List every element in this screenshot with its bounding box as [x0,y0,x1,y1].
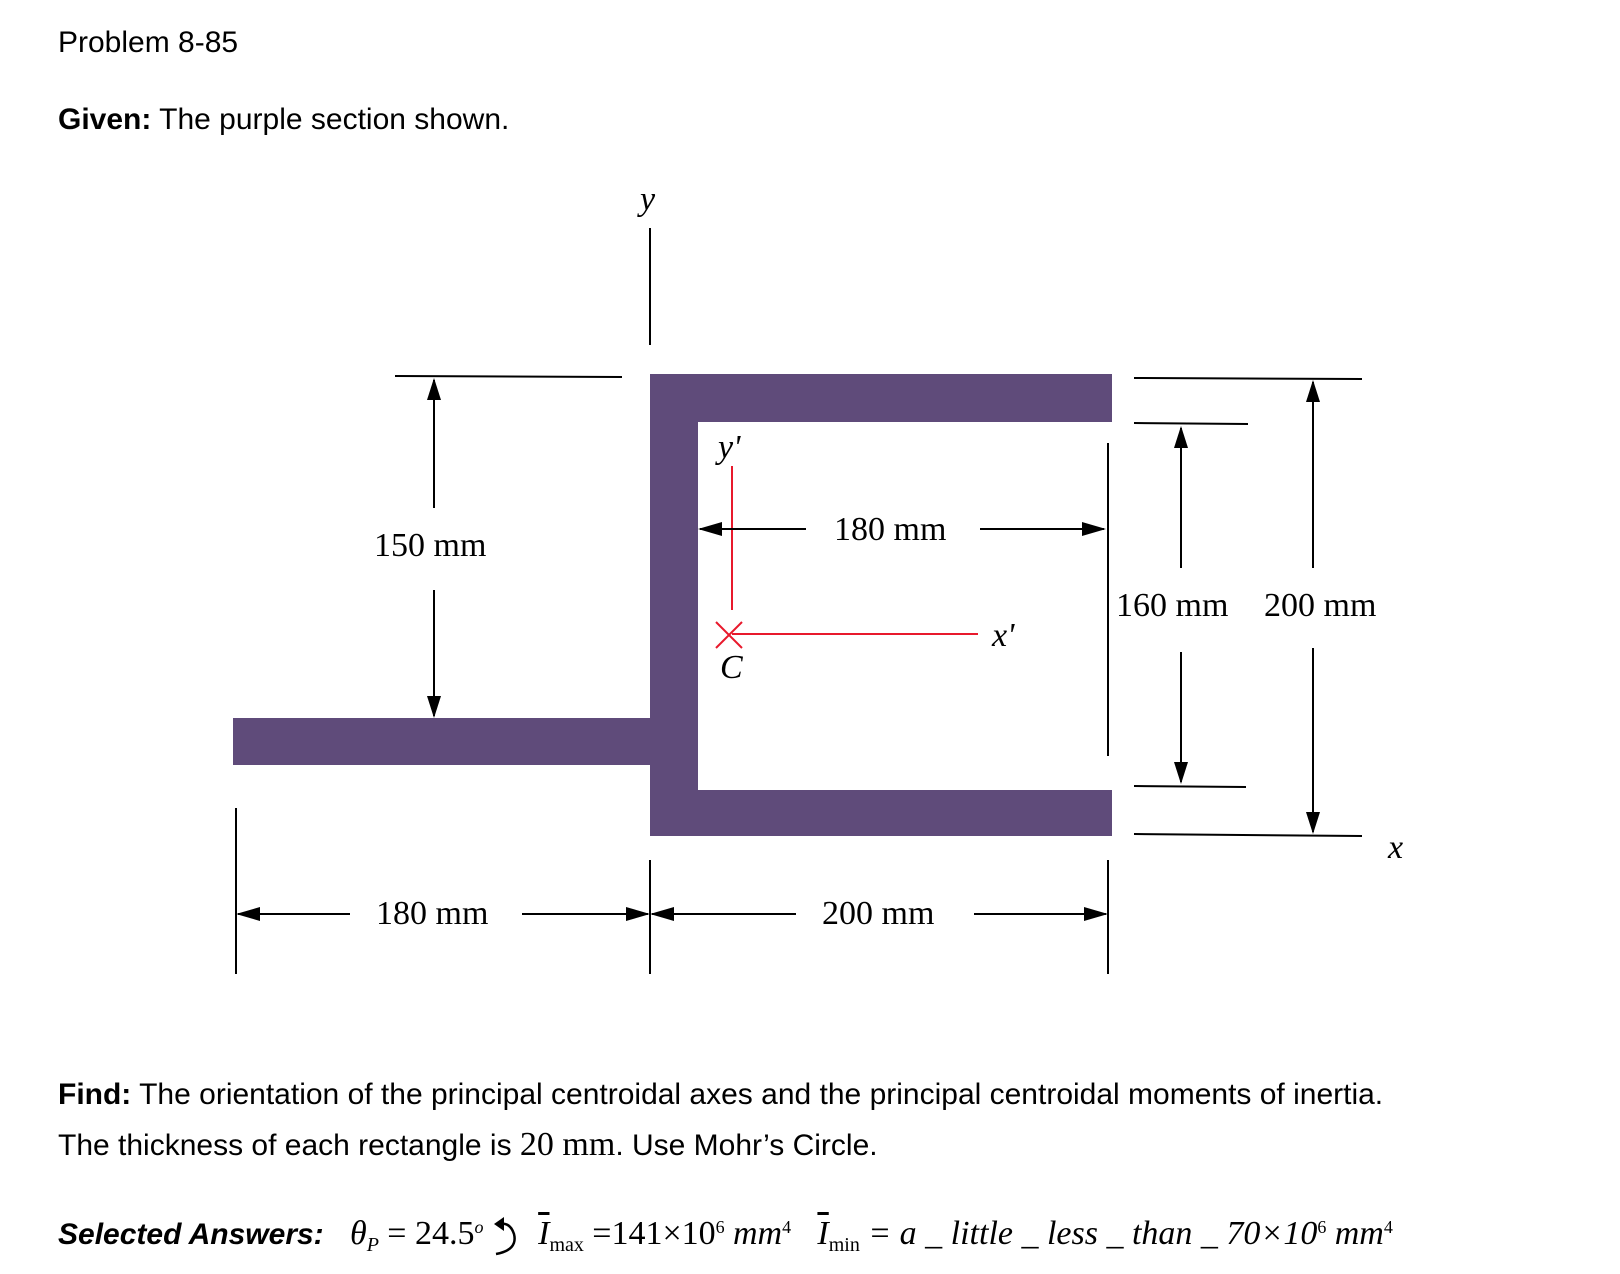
given-statement: Given: The purple section shown. [58,103,509,137]
problem-title: Problem 8-85 [58,26,239,59]
arrowhead-right [1082,522,1106,536]
dim-180-top-label: 180 mm [834,511,946,548]
thickness-sentence: The thickness of each rectangle is [58,1129,512,1162]
imax-value: =141×10 [592,1215,716,1252]
thickness-value: 20 mm [519,1126,616,1163]
arrowhead-up [427,378,441,400]
theta-value: = 24.5 [387,1215,475,1252]
x-prime-label: x' [991,617,1015,654]
imax-subscript: max [549,1234,584,1256]
arrowhead-down [1174,762,1188,784]
arrowhead-down [1306,812,1320,834]
imax-unit-exponent: 4 [782,1217,792,1237]
find-line-2: The thickness of each rectangle is 20 mm… [58,1126,878,1164]
centroid-cross-b [715,621,743,649]
dim-200-right-label: 200 mm [1264,587,1376,624]
left-flange [233,718,698,765]
arrowhead-left [236,907,260,921]
find-text: The orientation of the principal centroi… [139,1078,1384,1111]
dim-200-bottom-label: 200 mm [822,895,934,932]
y-prime-label: y' [715,429,741,466]
imin-unit: mm [1334,1215,1384,1252]
arrowhead-right [626,907,650,921]
ext-line-top-right [1133,377,1363,380]
arrowhead-left [698,522,722,536]
centroid-label: C [720,649,743,686]
counterclockwise-arrow-icon [493,1217,516,1256]
theta-subscript: P [366,1234,379,1256]
find-line-1: Find: The orientation of the principal c… [58,1078,1383,1112]
imin-subscript: min [828,1234,860,1256]
arrowhead-left [650,907,674,921]
ext-line-inner-top [1133,422,1249,425]
top-flange [650,374,1112,422]
bottom-flange [650,790,1112,836]
imin-exponent: 6 [1317,1217,1327,1237]
arrowhead-up [1174,426,1188,448]
mohr-instruction: . Use Mohr’s Circle. [615,1129,878,1162]
given-label: Given: [58,103,152,136]
x-axis-label: x [1387,829,1403,866]
find-label: Find: [58,1078,132,1111]
arrowhead-down [427,696,441,718]
dim-160-label: 160 mm [1116,587,1228,624]
imax-symbol: I [538,1215,550,1252]
selected-answers-row: Selected Answers: θP = 24.5o Imax =141×1… [58,1214,1393,1258]
theta-symbol: θ [350,1215,367,1252]
purple-section [233,374,1112,836]
section-diagram: y 150 mm y' x' C 180 mm 160 mm 200 mm x … [233,181,1403,974]
ext-line-top-left [394,375,623,378]
imin-unit-exponent: 4 [1383,1217,1393,1237]
imax-unit: mm [732,1215,783,1252]
degree-symbol: o [474,1217,484,1237]
arrowhead-up [1306,380,1320,402]
ext-line-inner-bottom [1133,785,1247,788]
given-text: The purple section shown. [159,103,510,136]
ext-line-bottom-right [1133,833,1363,837]
arrowhead-right [1084,907,1108,921]
vertical-web [650,374,698,836]
imin-value: = a _ little _ less _ than _ 70×10 [868,1215,1318,1252]
dim-180-bottom-label: 180 mm [376,895,488,932]
y-axis-label: y [637,181,656,218]
imin-symbol: I [817,1215,829,1252]
imax-exponent: 6 [715,1217,725,1237]
dim-150-label: 150 mm [374,527,486,564]
answers-label: Selected Answers: [58,1218,324,1251]
